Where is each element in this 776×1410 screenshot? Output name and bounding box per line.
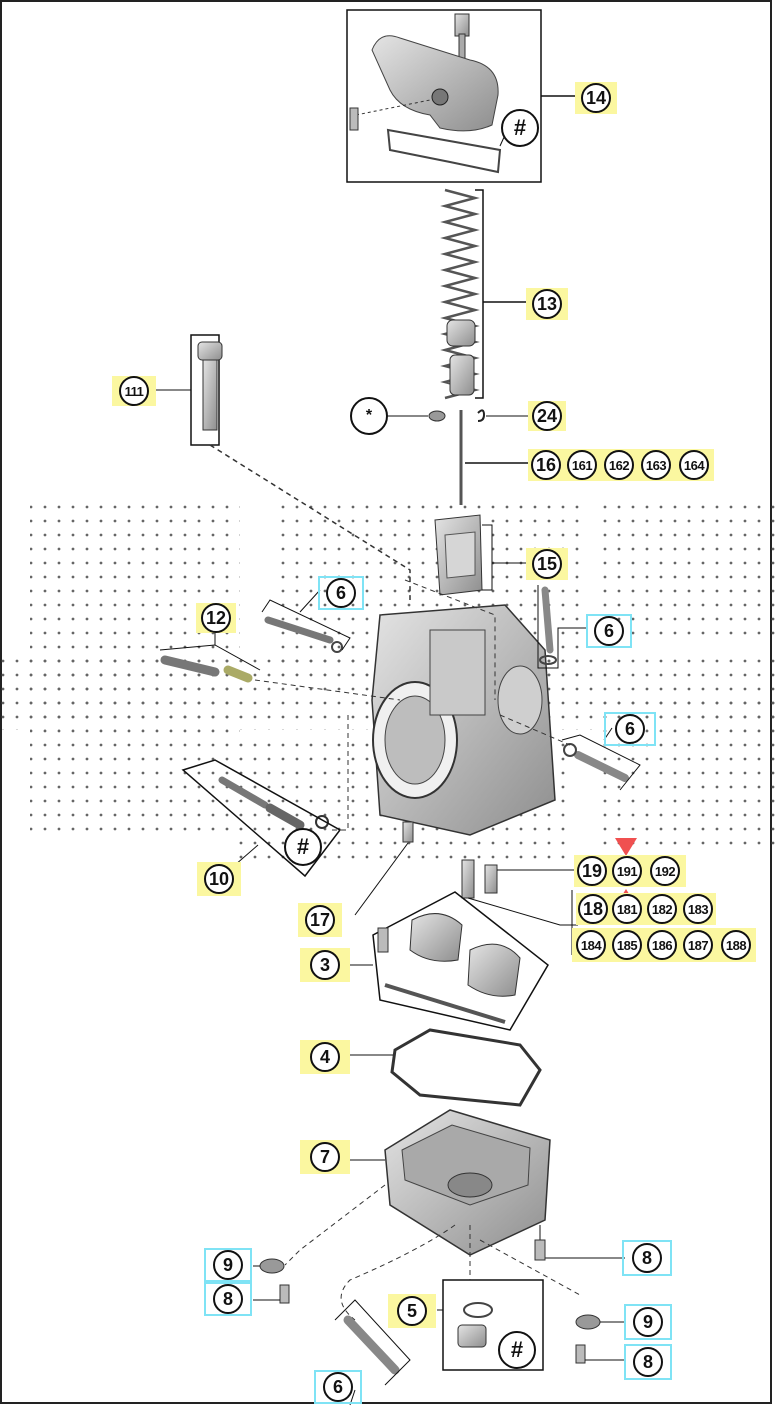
callout-9-left[interactable]: 9 bbox=[204, 1248, 252, 1282]
carburetor-main-body bbox=[371, 604, 556, 836]
callout-185[interactable]: 185 bbox=[610, 928, 644, 962]
part-15-slide bbox=[434, 514, 483, 596]
callout-19[interactable]: 19 bbox=[574, 855, 610, 887]
callout-111[interactable]: 111 bbox=[112, 376, 156, 406]
part-111-screw bbox=[197, 341, 223, 431]
callout-161[interactable]: 161 bbox=[564, 449, 600, 481]
callout-186[interactable]: 186 bbox=[644, 928, 680, 962]
callout-192[interactable]: 192 bbox=[644, 855, 686, 887]
callout-5-hash[interactable]: # bbox=[497, 1330, 537, 1370]
callout-6-bottom[interactable]: 6 bbox=[314, 1370, 362, 1404]
callout-16[interactable]: 16 bbox=[528, 449, 564, 481]
part-13-spring bbox=[440, 188, 480, 400]
part-6-pin-right-lower bbox=[563, 743, 629, 782]
part-19-pilot-jet bbox=[484, 864, 498, 894]
callout-4[interactable]: 4 bbox=[300, 1040, 350, 1074]
callout-10-hash[interactable]: # bbox=[284, 828, 322, 866]
callout-17[interactable]: 17 bbox=[298, 903, 342, 937]
callout-163[interactable]: 163 bbox=[638, 449, 674, 481]
callout-6-upper-left[interactable]: 6 bbox=[318, 576, 364, 610]
part-5-drain-plug bbox=[457, 1302, 493, 1348]
callout-9-right[interactable]: 9 bbox=[624, 1304, 672, 1340]
callout-191[interactable]: 191 bbox=[610, 855, 644, 887]
callout-7[interactable]: 7 bbox=[300, 1140, 350, 1174]
part-18-main-jet bbox=[461, 859, 475, 899]
part-9-washer-left bbox=[259, 1258, 285, 1274]
callout-187[interactable]: 187 bbox=[680, 928, 716, 962]
part-6-pin-right-upper bbox=[539, 586, 557, 665]
callout-6-right-upper[interactable]: 6 bbox=[586, 614, 632, 648]
part-10-tps-screw bbox=[218, 776, 329, 830]
callout-15[interactable]: 15 bbox=[526, 548, 568, 580]
part-3-float bbox=[377, 913, 521, 1024]
part-4-gasket bbox=[390, 1028, 542, 1107]
callout-183[interactable]: 183 bbox=[680, 893, 716, 925]
part-6-pin-upper-left bbox=[264, 616, 343, 653]
callout-8-left[interactable]: 8 bbox=[204, 1282, 252, 1316]
callout-5[interactable]: 5 bbox=[388, 1294, 436, 1328]
callout-188[interactable]: 188 bbox=[716, 928, 756, 962]
part-9-washer-right bbox=[575, 1314, 601, 1330]
callout-8-right-upper[interactable]: 8 bbox=[622, 1240, 672, 1276]
callout-181[interactable]: 181 bbox=[610, 893, 644, 925]
callout-24[interactable]: 24 bbox=[528, 401, 566, 431]
callout-3[interactable]: 3 bbox=[300, 948, 350, 982]
callout-10[interactable]: 10 bbox=[197, 862, 241, 896]
callout-164[interactable]: 164 bbox=[674, 449, 714, 481]
callout-6-right-lower[interactable]: 6 bbox=[604, 712, 656, 746]
callout-162[interactable]: 162 bbox=[600, 449, 638, 481]
callout-184[interactable]: 184 bbox=[572, 928, 610, 962]
part-6-tube-bottom bbox=[343, 1315, 400, 1375]
part-17-jet bbox=[402, 821, 414, 843]
callout-18[interactable]: 18 bbox=[576, 893, 610, 925]
part-14-top-cap bbox=[349, 13, 502, 174]
part-12-airscrew bbox=[160, 655, 253, 683]
callout-182[interactable]: 182 bbox=[644, 893, 680, 925]
callout-12[interactable]: 12 bbox=[196, 603, 236, 633]
callout-13[interactable]: 13 bbox=[526, 288, 568, 320]
callout-8-right-lower[interactable]: 8 bbox=[624, 1344, 672, 1380]
callout-14-hash[interactable]: # bbox=[500, 108, 540, 148]
callout-star[interactable]: * bbox=[350, 397, 388, 435]
callout-14[interactable]: 14 bbox=[575, 82, 617, 114]
part-7-float-bowl bbox=[384, 1109, 551, 1256]
